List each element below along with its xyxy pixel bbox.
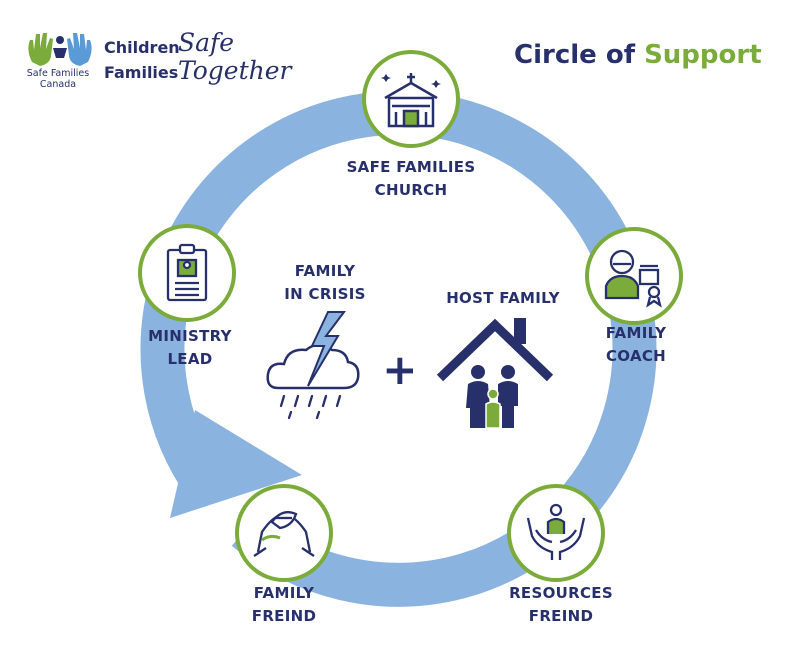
label-coach: FAMILY COACH [605,324,667,365]
page-title: Circle of Support [514,40,762,70]
friend-node-circle [235,484,333,582]
resources-node-circle [507,484,605,582]
storm-cloud-icon [266,311,360,420]
handshake-icon [253,511,315,557]
house-family-icon [436,318,554,429]
coach-icon [604,249,662,308]
ring-arrowhead [170,410,302,518]
label-friend: FAMILY FREIND [251,584,317,625]
logo-hands-icon [28,33,92,66]
title-main: Circle of [514,40,635,70]
logo-word-children: Children [104,38,180,57]
label-ministry: MINISTRY LEAD [148,327,232,368]
hands-person-icon [526,503,586,560]
title-accent: Support [644,40,762,70]
label-church: SAFE FAMILIES CHURCH [346,158,476,199]
clipboard-icon [166,243,208,302]
ministry-node-circle [138,224,236,322]
label-family-in-crisis: FAMILY IN CRISIS [284,262,366,303]
label-host-family: HOST FAMILY [446,289,560,307]
coach-node-circle [585,227,683,325]
plus-sign: + [382,345,418,394]
logo-script-together: Together [178,56,292,85]
logo-script-safe: Safe [178,28,235,57]
logo-brand-name: Safe Families Canada [26,68,90,90]
logo-word-families: Families [104,63,179,82]
label-resources: RESOURCES FREIND [509,584,613,625]
church-node-circle [362,50,460,148]
church-icon [381,73,441,128]
